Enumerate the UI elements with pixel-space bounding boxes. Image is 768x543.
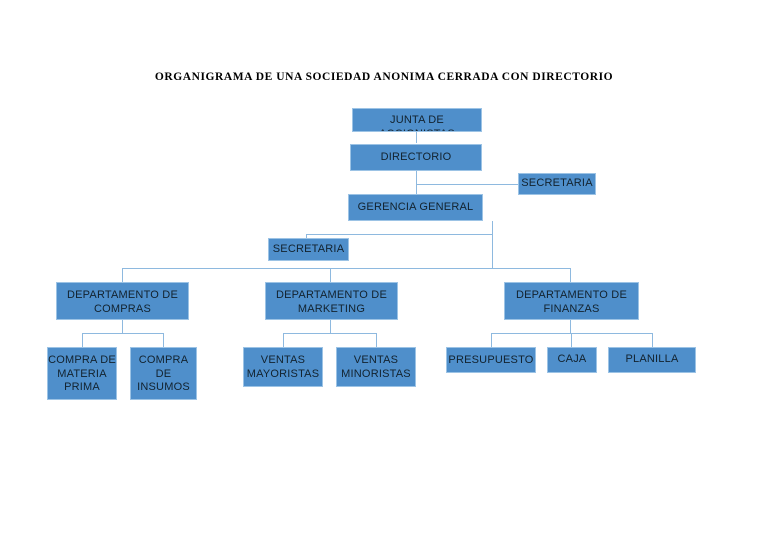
node-compra-insumos[interactable]: COMPRA DE INSUMOS (130, 347, 197, 400)
node-planilla[interactable]: PLANILLA (608, 347, 696, 373)
node-junta-de-accionistas[interactable]: JUNTA DE ACCIONISTAS (352, 108, 482, 132)
connector-department-bus (122, 268, 571, 269)
node-departamento-finanzas[interactable]: DEPARTAMENTO DE FINANZAS (504, 282, 639, 320)
node-ventas-mayoristas[interactable]: VENTAS MAYORISTAS (243, 347, 323, 387)
connector-marketing-drop (330, 320, 331, 333)
node-compra-materia-prima[interactable]: COMPRA DE MATERIA PRIMA (47, 347, 117, 400)
connector-compras-to-insumos (163, 333, 164, 347)
node-ventas-minoristas[interactable]: VENTAS MINORISTAS (336, 347, 416, 387)
connector-marketing-to-mayoristas (283, 333, 284, 347)
connector-compras-bus (82, 333, 163, 334)
node-gerencia-general[interactable]: GERENCIA GENERAL (348, 194, 483, 221)
connector-finanzas-to-presupuesto (491, 333, 492, 347)
connector-bus-to-marketing (330, 268, 331, 282)
diagram-title: ORGANIGRAMA DE UNA SOCIEDAD ANONIMA CERR… (154, 71, 614, 83)
node-caja[interactable]: CAJA (547, 347, 597, 373)
connector-compras-to-materia (82, 333, 83, 347)
connector-finanzas-to-planilla (652, 333, 653, 347)
connector-compras-drop (122, 320, 123, 333)
connector-bus-to-compras (122, 268, 123, 282)
connector-directorio-secretaria (416, 184, 518, 185)
node-departamento-compras[interactable]: DEPARTAMENTO DE COMPRAS (56, 282, 189, 320)
connector-finanzas-drop (570, 320, 571, 333)
connector-junta-directorio (416, 132, 417, 143)
connector-marketing-bus (283, 333, 376, 334)
connector-directorio-gerencia (416, 171, 417, 194)
node-departamento-marketing[interactable]: DEPARTAMENTO DE MARKETING (265, 282, 398, 320)
node-directorio[interactable]: DIRECTORIO (350, 144, 482, 171)
node-secretaria-gerencia[interactable]: SECRETARIA (268, 238, 349, 261)
node-secretaria-directorio[interactable]: SECRETARIA (518, 173, 596, 195)
connector-gerencia-trunk (492, 221, 493, 268)
connector-finanzas-to-caja (571, 333, 572, 347)
node-presupuesto[interactable]: PRESUPUESTO (446, 347, 536, 373)
connector-marketing-to-minoristas (376, 333, 377, 347)
connector-gerencia-secretaria-horizontal (306, 234, 493, 235)
connector-bus-to-finanzas (570, 268, 571, 282)
